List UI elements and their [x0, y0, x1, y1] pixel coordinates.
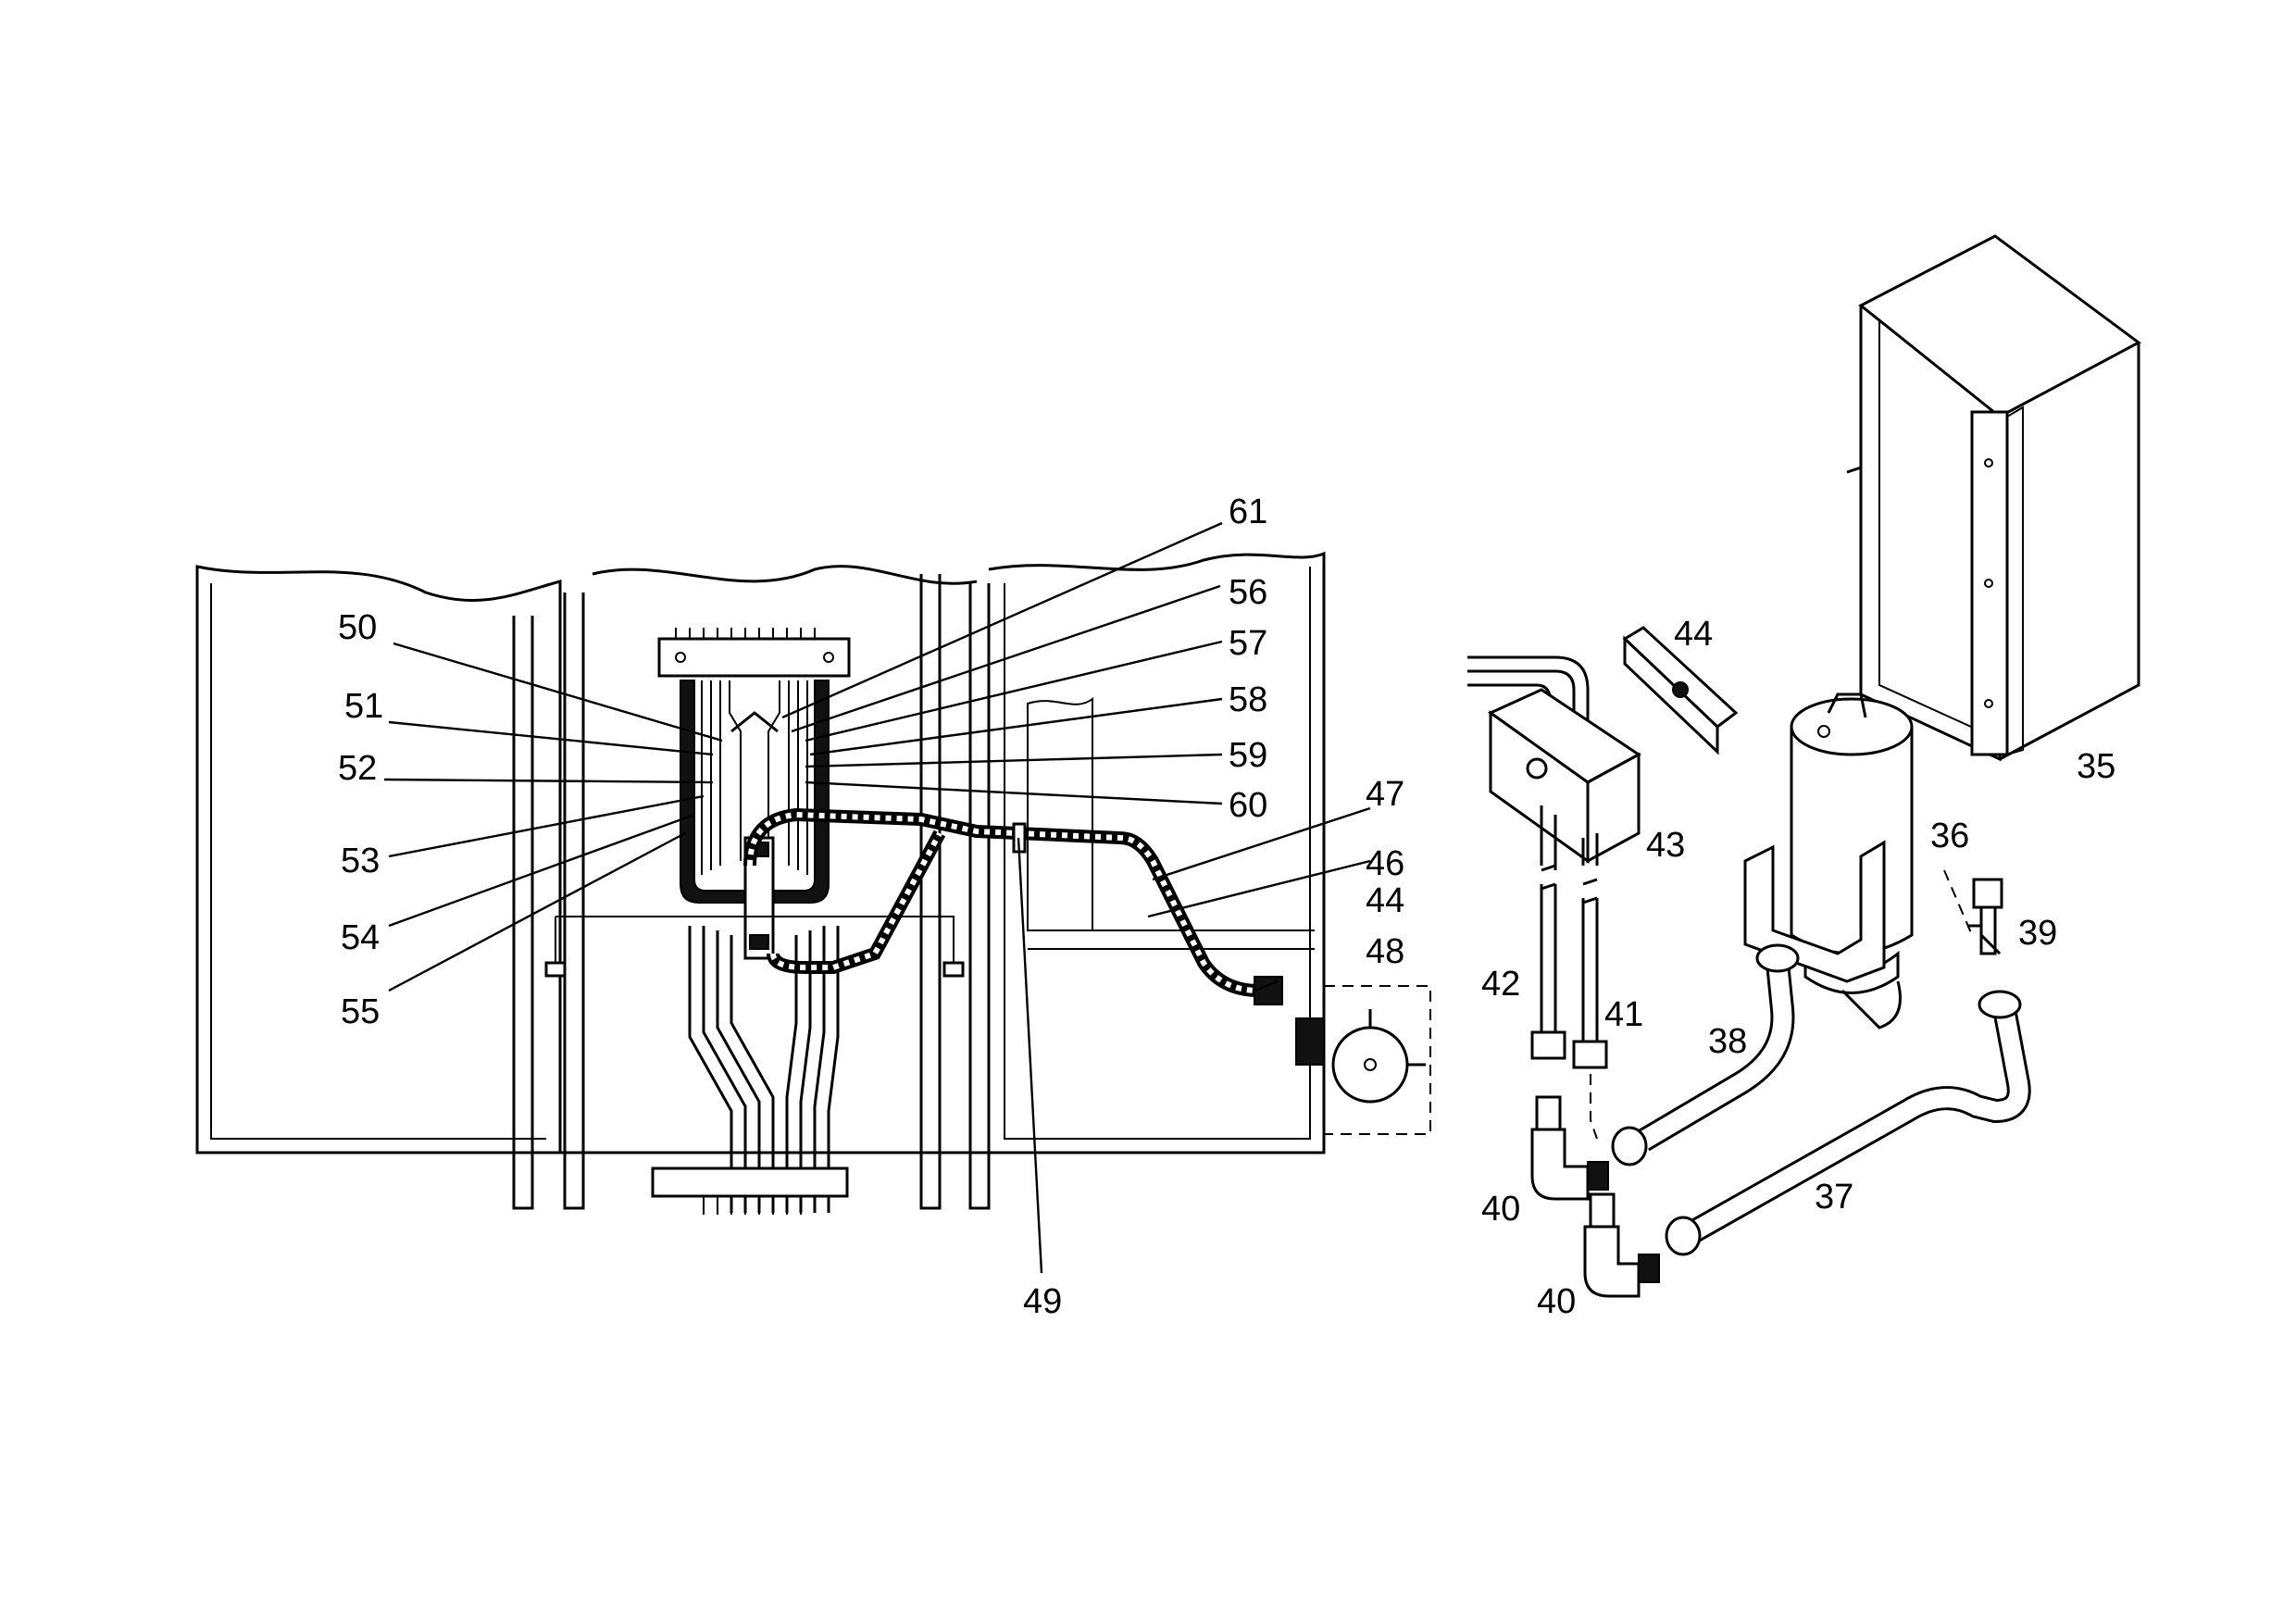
callout-61: 61: [1229, 493, 1267, 531]
callout-51: 51: [344, 687, 383, 726]
callout-40-upper: 40: [1481, 1190, 1520, 1229]
elbow-fitting-40b: [1583, 1192, 1660, 1298]
callout-50: 50: [338, 608, 377, 647]
callout-57: 57: [1229, 624, 1267, 663]
callout-41: 41: [1604, 995, 1643, 1034]
callout-48: 48: [1366, 932, 1404, 971]
callout-40-lower: 40: [1537, 1282, 1576, 1321]
callout-36: 36: [1930, 817, 1969, 855]
callout-35: 35: [2077, 747, 2115, 786]
callout-42: 42: [1481, 965, 1520, 1004]
plate-44: [1622, 626, 1739, 755]
cabinet-35: [1846, 234, 2141, 762]
callout-55: 55: [341, 992, 380, 1031]
callout-38: 38: [1708, 1022, 1747, 1061]
callout-46: 46: [1366, 844, 1404, 883]
lower-wire-harness: [688, 926, 840, 1213]
callout-43: 43: [1646, 826, 1685, 865]
pipe-37: [1665, 990, 2031, 1256]
callout-59: 59: [1229, 736, 1267, 775]
callout-labels: 61 56 57 58 59 60 50 51 52 53 54 55 47 4…: [338, 493, 2115, 1321]
leader-lines: [383, 521, 1371, 1274]
top-terminal-block: [657, 628, 851, 678]
housing-frame: [195, 551, 1326, 1210]
rods: [544, 822, 1027, 978]
manifold-block-43: [1467, 655, 1641, 870]
valve-39: [1943, 869, 2003, 955]
callout-56: 56: [1229, 573, 1267, 612]
callout-44-left: 44: [1366, 881, 1404, 920]
callout-49: 49: [1023, 1282, 1062, 1321]
callout-44-right: 44: [1674, 615, 1713, 654]
callout-47: 47: [1366, 775, 1404, 814]
callout-60: 60: [1229, 786, 1267, 825]
elbow-fitting-40a: [1530, 1095, 1609, 1201]
callout-52: 52: [338, 749, 377, 788]
callout-37: 37: [1815, 1178, 1853, 1216]
upper-wire-harness: [680, 680, 830, 904]
rod-42: [1530, 864, 1566, 1060]
bottom-terminal-block: [651, 1167, 849, 1215]
rod-41: [1572, 878, 1608, 1140]
pump-assembly: [1295, 985, 1431, 1135]
callout-58: 58: [1229, 680, 1267, 719]
callout-39: 39: [2018, 914, 2057, 953]
callout-53: 53: [341, 842, 380, 880]
callout-54: 54: [341, 918, 380, 957]
pipe-38: [1611, 943, 1800, 1167]
